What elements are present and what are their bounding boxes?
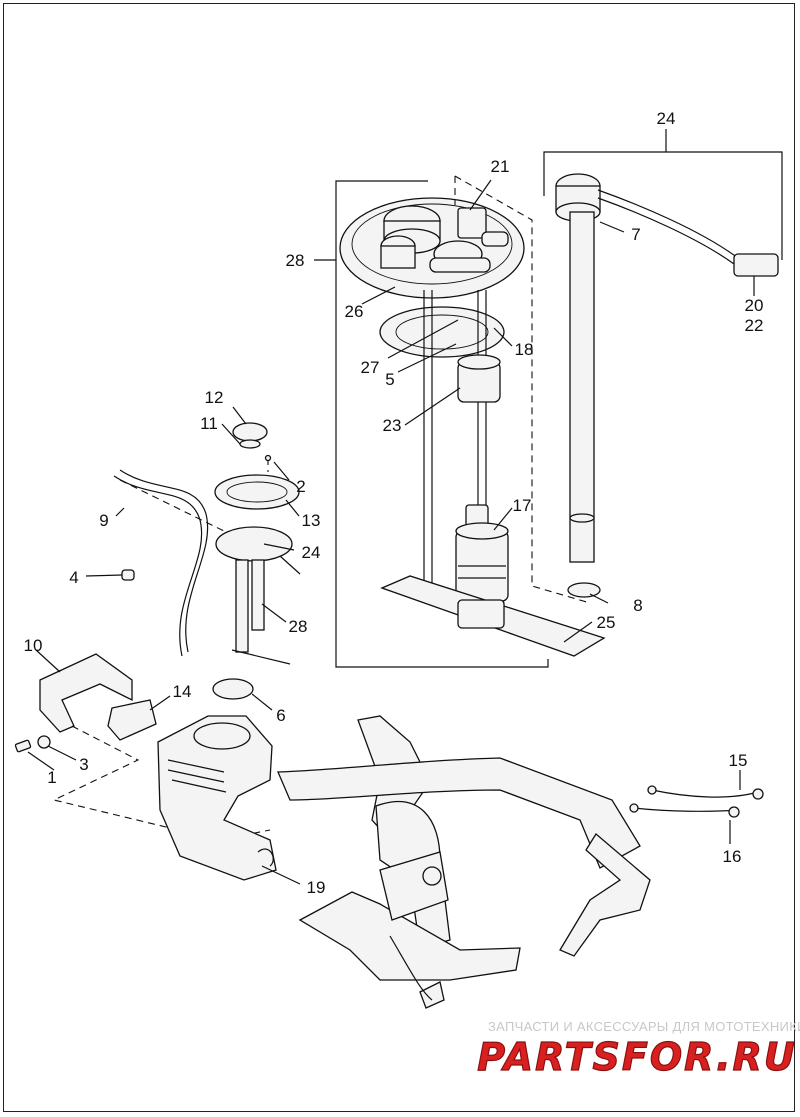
callout-28: 28 <box>289 617 308 636</box>
fuel-level-sender <box>543 129 783 598</box>
callout-21: 21 <box>491 157 510 176</box>
motorcycle-frame <box>277 715 651 1009</box>
fuel-pump-module-detail <box>314 175 606 668</box>
fuel-lines <box>629 785 764 818</box>
callout-leaders <box>27 179 755 885</box>
callout-20: 20 <box>745 296 764 315</box>
callout-1: 1 <box>47 768 56 787</box>
fuel-pump-assembly-small <box>113 422 301 700</box>
callout-15: 15 <box>729 751 748 770</box>
callout-24-top: 24 <box>657 109 676 128</box>
callout-22: 22 <box>745 316 764 335</box>
callout-26: 26 <box>345 302 364 321</box>
callout-4: 4 <box>69 568 78 587</box>
callout-14: 14 <box>173 682 192 701</box>
callout-10: 10 <box>24 636 43 655</box>
tank-bracket-and-fasteners <box>14 653 271 841</box>
callout-12: 12 <box>205 388 224 407</box>
callout-25: 25 <box>597 613 616 632</box>
callout-3: 3 <box>79 755 88 774</box>
callout-28-box: 28 <box>286 251 305 270</box>
callout-9: 9 <box>99 511 108 530</box>
callout-17: 17 <box>513 496 532 515</box>
callout-numbers: 1 2 3 4 5 6 7 8 9 10 11 12 13 14 15 16 1… <box>24 109 764 897</box>
callout-23: 23 <box>383 416 402 435</box>
callout-16: 16 <box>723 847 742 866</box>
callout-7: 7 <box>631 225 640 244</box>
diagram-frame <box>3 3 795 1112</box>
callout-19: 19 <box>307 878 326 897</box>
fuel-tank <box>157 715 277 881</box>
watermark-tagline: ЗАПЧАСТИ И АКСЕССУАРЫ ДЛЯ МОТОТЕХНИКИ <box>488 1019 800 1034</box>
callout-18: 18 <box>515 340 534 359</box>
callout-6: 6 <box>276 706 285 725</box>
callout-8: 8 <box>633 596 642 615</box>
watermark-logo: PARTSFOR.RU <box>477 1035 796 1079</box>
callout-27: 27 <box>361 358 380 377</box>
callout-11: 11 <box>200 414 218 433</box>
callout-13: 13 <box>302 511 321 530</box>
callout-2: 2 <box>296 477 305 496</box>
callout-5: 5 <box>385 370 394 389</box>
callout-24: 24 <box>302 543 321 562</box>
